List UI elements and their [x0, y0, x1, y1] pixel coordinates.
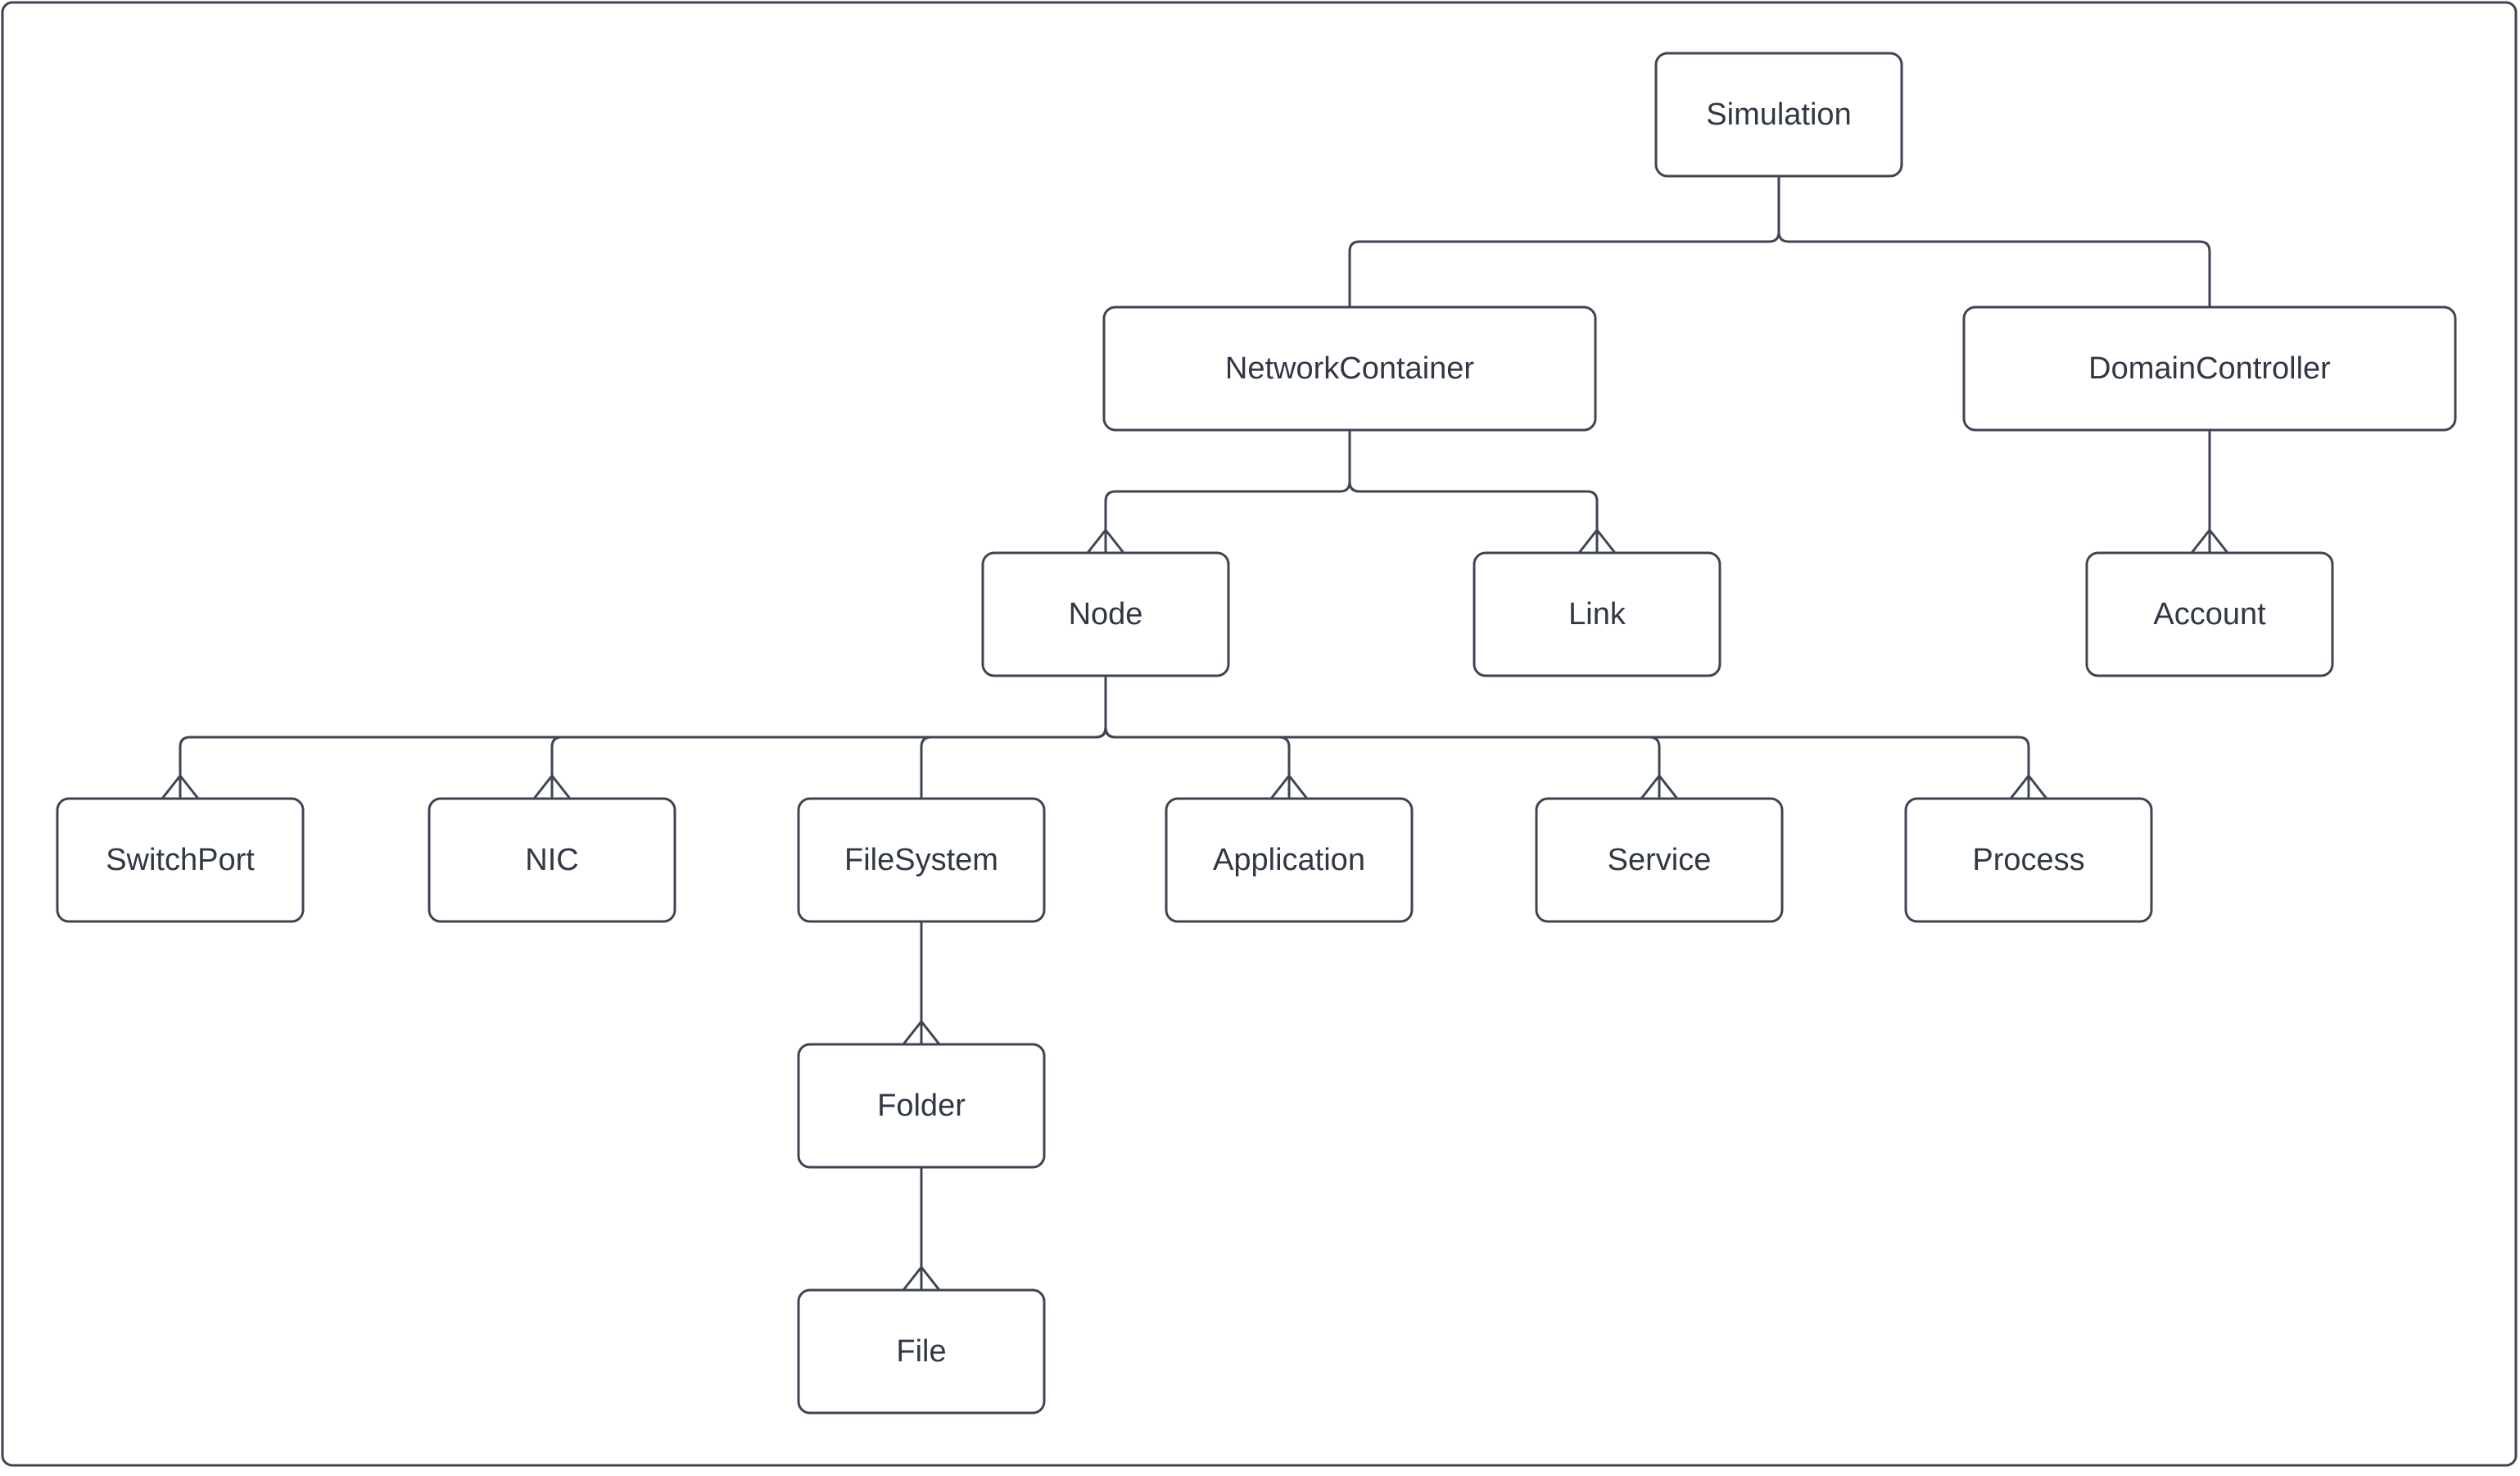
class-node-switchport[interactable]: SwitchPort [56, 797, 305, 923]
class-node-file[interactable]: File [797, 1288, 1046, 1415]
class-node-box[interactable] [797, 1043, 1046, 1169]
edge-line [1348, 430, 1599, 553]
class-node-box[interactable] [1535, 797, 1784, 923]
class-node-account[interactable]: Account [2085, 551, 2334, 677]
generalization-arrowhead-icon [2190, 527, 2229, 554]
edge-simulation-domaincontroller [1777, 176, 2211, 307]
class-node-node[interactable]: Node [981, 551, 1230, 677]
class-node-process[interactable]: Process [1904, 797, 2153, 923]
class-node-label: Application [1213, 843, 1365, 877]
class-node-service[interactable]: Service [1535, 797, 1784, 923]
class-node-label: Process [1972, 843, 2084, 877]
class-node-box[interactable] [1904, 797, 2153, 923]
class-node-label: DomainController [2088, 351, 2331, 386]
class-node-box[interactable] [1962, 306, 2457, 432]
class-node-label: Node [1069, 597, 1143, 632]
class-node-box[interactable] [797, 797, 1046, 923]
class-node-link[interactable]: Link [1473, 551, 1721, 677]
generalization-arrowhead-icon [1640, 773, 1679, 799]
class-node-label: SwitchPort [106, 843, 255, 877]
class-node-simulation[interactable]: Simulation [1654, 52, 1903, 178]
class-node-label: NetworkContainer [1225, 351, 1474, 386]
edge-filesystem-folder [902, 921, 941, 1045]
generalization-arrowhead-icon [2009, 773, 2048, 799]
edge-networkcontainer-link [1348, 430, 1617, 554]
class-node-networkcontainer[interactable]: NetworkContainer [1102, 306, 1597, 432]
edge-domaincontroller-account [2190, 430, 2229, 554]
generalization-arrowhead-icon [1086, 527, 1125, 554]
generalization-arrowhead-icon [902, 1019, 941, 1045]
class-node-label: Account [2153, 597, 2266, 632]
class-node-domaincontroller[interactable]: DomainController [1962, 306, 2457, 432]
class-node-nic[interactable]: NIC [428, 797, 676, 923]
class-node-box[interactable] [1102, 306, 1597, 432]
class-node-label: NIC [525, 843, 578, 877]
class-node-box[interactable] [981, 551, 1230, 677]
class-node-box[interactable] [1473, 551, 1721, 677]
edge-folder-file [902, 1167, 941, 1291]
class-node-box[interactable] [1165, 797, 1414, 923]
generalization-arrowhead-icon [532, 773, 572, 799]
generalization-arrowhead-icon [1577, 527, 1617, 554]
class-node-label: Folder [877, 1089, 966, 1123]
edge-node-process [1104, 676, 2048, 799]
edge-line [1104, 676, 2030, 799]
class-node-label: Simulation [1706, 97, 1851, 132]
edge-line [1777, 176, 2211, 307]
class-node-box[interactable] [2085, 551, 2334, 677]
class-node-filesystem[interactable]: FileSystem [797, 797, 1046, 923]
class-node-folder[interactable]: Folder [797, 1043, 1046, 1169]
edge-layer [161, 176, 2229, 1291]
generalization-arrowhead-icon [1269, 773, 1309, 799]
class-node-box[interactable] [56, 797, 305, 923]
generalization-arrowhead-icon [902, 1265, 941, 1291]
generalization-arrowhead-icon [161, 773, 200, 799]
class-node-box[interactable] [797, 1288, 1046, 1415]
class-node-label: Link [1568, 597, 1626, 632]
class-node-box[interactable] [1654, 52, 1903, 178]
class-node-label: Service [1608, 843, 1712, 877]
class-node-application[interactable]: Application [1165, 797, 1414, 923]
class-node-box[interactable] [428, 797, 676, 923]
class-node-label: File [896, 1334, 946, 1369]
class-node-label: FileSystem [844, 843, 998, 877]
